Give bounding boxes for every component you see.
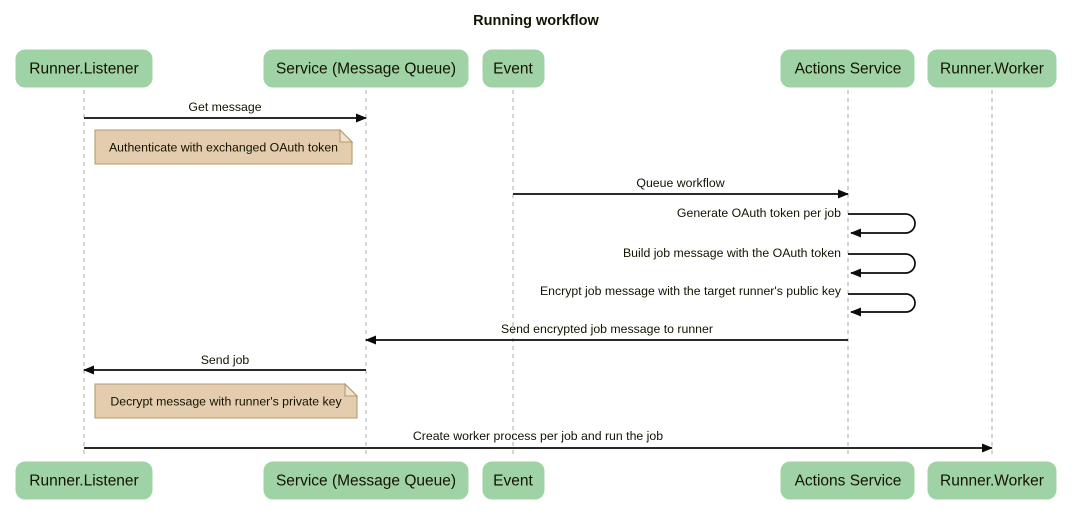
- participant-runner-worker-bottom[interactable]: Runner.Worker: [927, 461, 1057, 500]
- notes-group: Authenticate with exchanged OAuth tokenD…: [94, 128, 359, 419]
- participant-label: Actions Service: [795, 61, 902, 78]
- message-encrypt-job-message[interactable]: Encrypt job message with the target runn…: [540, 284, 916, 317]
- participant-event-top[interactable]: Event: [482, 49, 545, 88]
- message-label: Get message: [188, 100, 261, 114]
- participant-box: [15, 49, 153, 88]
- message-build-job-message[interactable]: Build job message with the OAuth token: [623, 246, 916, 278]
- note-label: Authenticate with exchanged OAuth token: [109, 140, 338, 154]
- note-fold-corner-icon: [344, 382, 359, 397]
- participant-box: [263, 461, 469, 500]
- message-label: Build job message with the OAuth token: [623, 246, 841, 260]
- participant-label: Service (Message Queue): [276, 473, 456, 490]
- message-label: Queue workflow: [636, 176, 724, 190]
- note-label: Decrypt message with runner's private ke…: [110, 394, 342, 408]
- note-body: [94, 383, 358, 419]
- participant-actions-service-top[interactable]: Actions Service: [780, 49, 915, 88]
- lifelines-group: [83, 90, 993, 458]
- message-create-worker-process[interactable]: Create worker process per job and run th…: [84, 429, 993, 453]
- participant-box: [927, 461, 1057, 500]
- participant-label: Runner.Worker: [940, 61, 1044, 78]
- participant-box: [780, 49, 915, 88]
- self-loop-path: [848, 213, 916, 238]
- participant-label: Runner.Listener: [29, 473, 138, 490]
- message-label: Send encrypted job message to runner: [501, 322, 713, 336]
- participant-label: Runner.Worker: [940, 473, 1044, 490]
- message-label: Send job: [201, 353, 250, 367]
- actors-top-group: Runner.Listener Service (Message Queue) Ev…: [15, 49, 1057, 88]
- participant-runner-listener-top[interactable]: Runner.Listener: [15, 49, 153, 88]
- note-authenticate: Authenticate with exchanged OAuth token: [94, 128, 354, 165]
- participant-label: Event: [493, 61, 533, 78]
- participant-label: Event: [493, 473, 533, 490]
- note-body: [94, 129, 353, 165]
- message-label: Generate OAuth token per job: [677, 206, 841, 220]
- message-queue-workflow[interactable]: Queue workflow: [513, 176, 849, 199]
- participant-actions-service-bottom[interactable]: Actions Service: [780, 461, 915, 500]
- note-decrypt: Decrypt message with runner's private ke…: [94, 382, 359, 419]
- participant-label: Actions Service: [795, 473, 902, 490]
- page-title: Running workflow: [473, 13, 599, 29]
- message-generate-oauth-token[interactable]: Generate OAuth token per job: [677, 206, 916, 238]
- self-loop-path: [848, 293, 916, 317]
- participant-box: [482, 461, 545, 500]
- participant-label: Runner.Listener: [29, 61, 138, 78]
- message-label: Create worker process per job and run th…: [413, 429, 663, 443]
- participant-box: [263, 49, 469, 88]
- message-get-message[interactable]: Get message: [84, 100, 367, 123]
- participant-box: [780, 461, 915, 500]
- participant-service-message-queue-bottom[interactable]: Service (Message Queue): [263, 461, 469, 500]
- message-send-job[interactable]: Send job: [83, 353, 366, 375]
- participant-service-message-queue-top[interactable]: Service (Message Queue): [263, 49, 469, 88]
- message-label: Encrypt job message with the target runn…: [540, 284, 842, 298]
- message-send-encrypted-job-message[interactable]: Send encrypted job message to runner: [365, 322, 848, 345]
- participant-box: [927, 49, 1057, 88]
- participant-runner-listener-bottom[interactable]: Runner.Listener: [15, 461, 153, 500]
- participant-box: [482, 49, 545, 88]
- participant-label: Service (Message Queue): [276, 61, 456, 78]
- participant-event-bottom[interactable]: Event: [482, 461, 545, 500]
- participant-box: [15, 461, 153, 500]
- actors-bottom-group: Runner.Listener Service (Message Queue) Ev…: [15, 461, 1057, 500]
- self-loop-path: [848, 253, 916, 278]
- participant-runner-worker-top[interactable]: Runner.Worker: [927, 49, 1057, 88]
- note-fold-corner-icon: [339, 128, 354, 143]
